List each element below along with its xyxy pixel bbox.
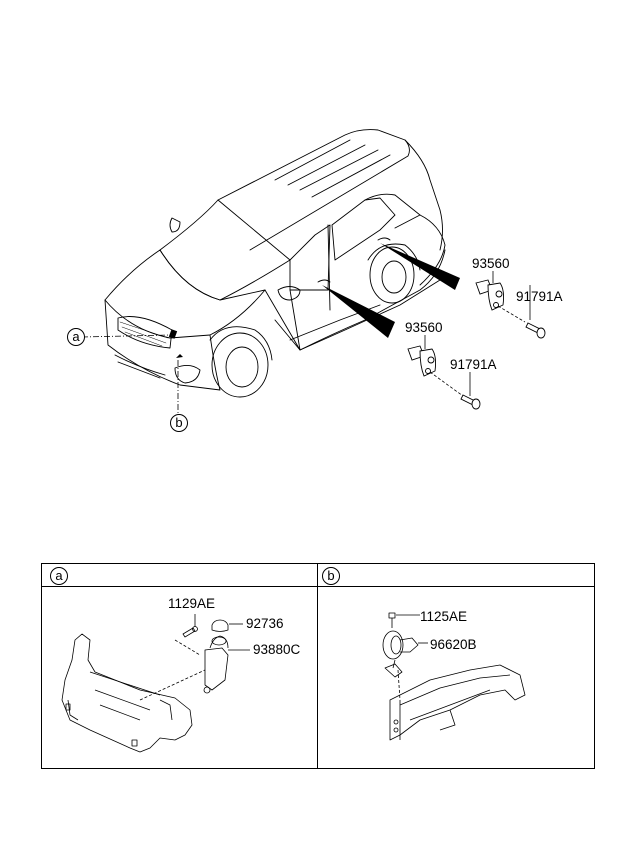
- screw-front: [460, 394, 481, 410]
- car-roof: [217, 129, 410, 251]
- part-label-1129ae[interactable]: 1129AE: [168, 596, 216, 611]
- front-frame-rail: [389, 664, 526, 741]
- rear-wheel: [369, 246, 415, 304]
- side-mirror: [277, 286, 301, 301]
- part-label-93560-front[interactable]: 93560: [405, 320, 443, 335]
- panel-b-callout: b: [322, 567, 340, 585]
- bolt-1129ae: [182, 627, 196, 638]
- part-label-96620b[interactable]: 96620B: [430, 637, 477, 652]
- bolt-1125ae: [388, 612, 396, 619]
- part-label-92736[interactable]: 92736: [246, 616, 284, 631]
- radiator-support: [61, 633, 193, 753]
- panel-a-callout: a: [50, 567, 68, 585]
- car-hood: [104, 249, 266, 339]
- panel-vertical-divider: [317, 563, 318, 768]
- door-switch-rear: [475, 279, 505, 311]
- part-label-93560-rear[interactable]: 93560: [472, 256, 510, 271]
- part-label-91791a-rear[interactable]: 91791A: [516, 289, 563, 304]
- callout-a: a: [67, 328, 85, 346]
- horn: [382, 630, 404, 660]
- bumper-rubber: [211, 619, 229, 632]
- part-label-93880c[interactable]: 93880C: [253, 642, 301, 657]
- leader-rear-door: [380, 243, 460, 290]
- horn-bracket: [204, 647, 229, 691]
- part-label-91791a-front[interactable]: 91791A: [450, 357, 497, 372]
- screw-rear: [525, 322, 546, 339]
- front-bumper: [104, 299, 221, 391]
- part-label-1125ae[interactable]: 1125AE: [420, 609, 468, 624]
- door-switch-front: [407, 345, 437, 377]
- leader-front-door: [322, 285, 395, 338]
- callout-b: b: [170, 414, 188, 432]
- front-wheel: [211, 332, 269, 398]
